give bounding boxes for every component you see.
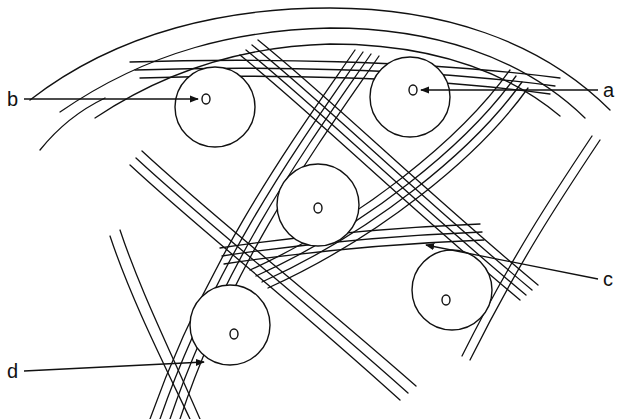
capsule-arc — [95, 44, 560, 118]
nucleus — [202, 94, 210, 104]
callout-letter: c — [602, 268, 614, 290]
callout-letter: b — [6, 88, 19, 110]
nucleus — [409, 85, 417, 95]
fibre-bundle — [462, 136, 600, 360]
leader-line — [24, 98, 198, 99]
fibre-bundle — [150, 50, 379, 419]
nucleus — [314, 203, 322, 213]
nucleus — [230, 329, 238, 339]
leader-line — [24, 362, 204, 371]
cell — [190, 285, 270, 365]
cell — [175, 67, 255, 147]
capsule-arc — [60, 28, 585, 118]
cell — [412, 250, 492, 330]
cell — [370, 57, 450, 137]
fibre-bundle — [130, 151, 416, 400]
nucleus — [442, 295, 450, 305]
capsule-arc — [40, 98, 105, 150]
callout-letter: d — [6, 360, 19, 382]
leader-line — [421, 89, 598, 90]
leader-line — [426, 245, 598, 279]
fibre-bundle — [110, 230, 200, 419]
callout-letter: a — [602, 79, 615, 101]
cell — [277, 164, 359, 246]
